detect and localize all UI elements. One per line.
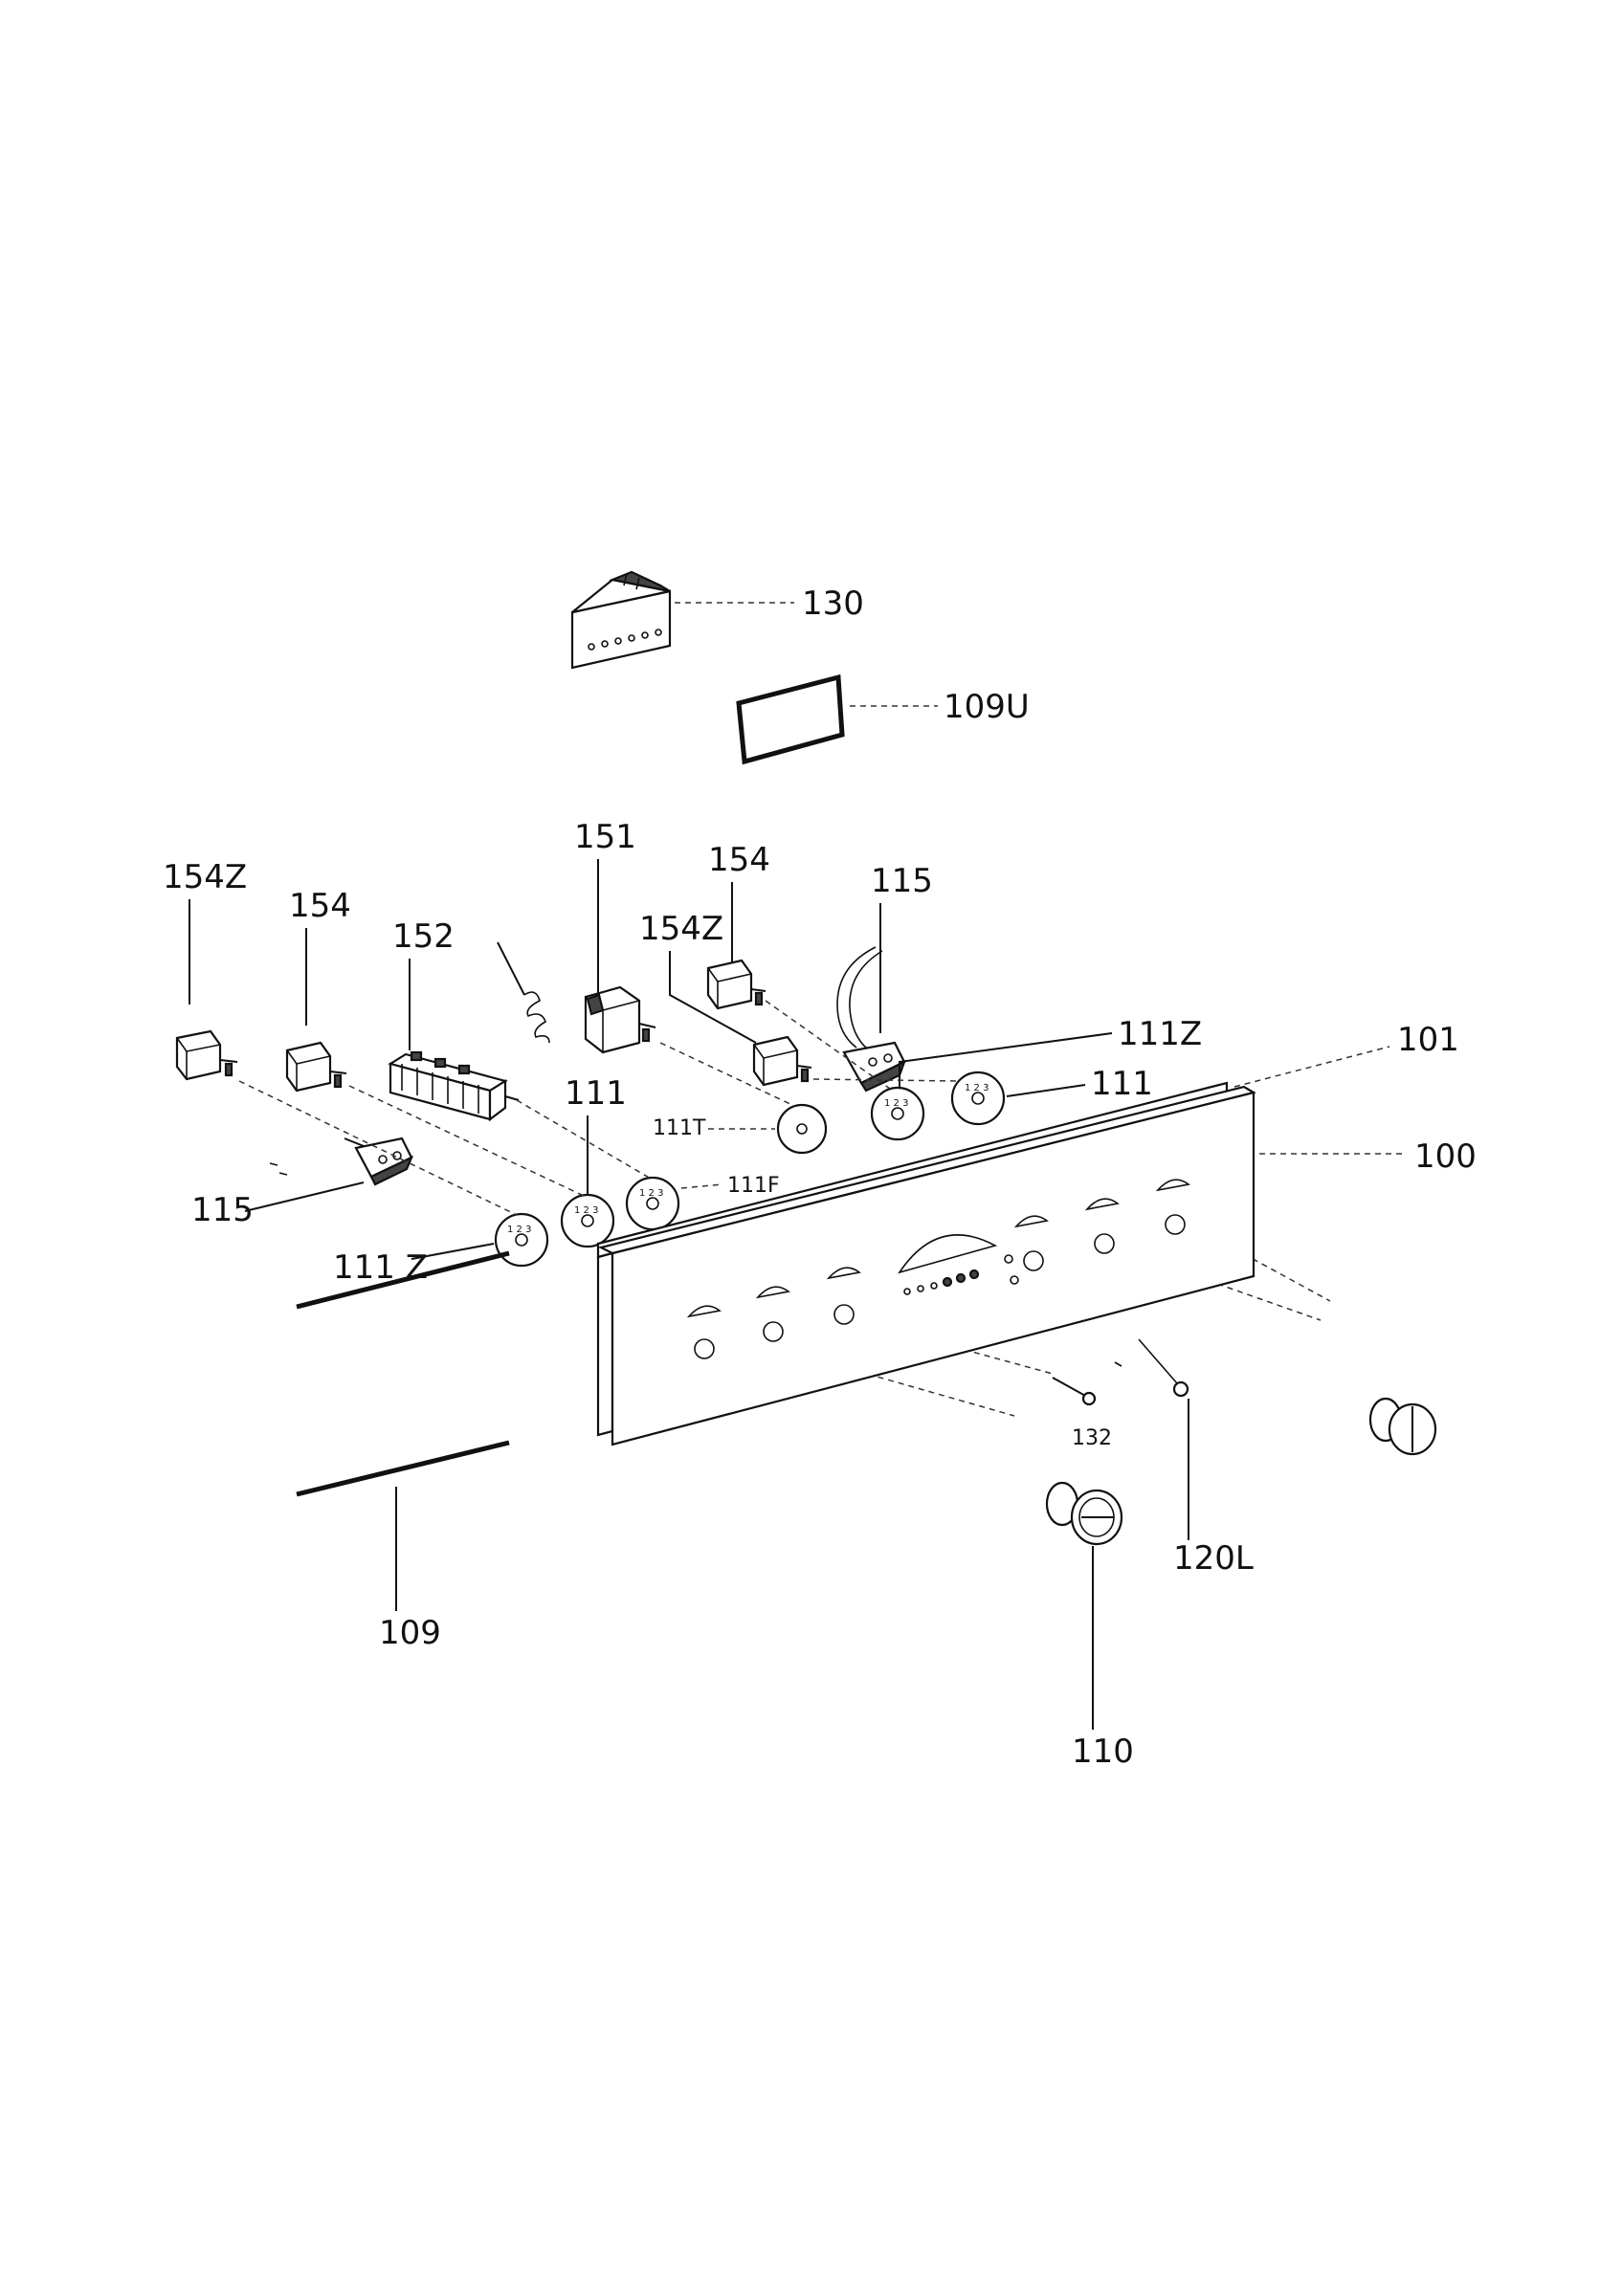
label-111z-top: 111Z <box>1118 1015 1202 1053</box>
part-115-top-lamp-holder <box>836 946 906 1093</box>
label-154-right: 154 <box>708 841 770 879</box>
label-100: 100 <box>1414 1137 1477 1176</box>
dial-111-left: 1 2 3 <box>560 1193 615 1248</box>
part-knob-right <box>1368 1397 1437 1456</box>
assembly-guide-lines <box>238 1000 1331 1417</box>
label-120l: 120L <box>1173 1539 1254 1578</box>
label-132: 132 <box>1072 1426 1112 1450</box>
part-151-thermostat <box>584 985 656 1054</box>
label-130: 130 <box>802 585 864 623</box>
dial-111z-left: 1 2 3 <box>494 1212 549 1268</box>
svg-text:1 2 3: 1 2 3 <box>884 1098 908 1109</box>
label-109: 109 <box>379 1614 441 1652</box>
label-110: 110 <box>1072 1733 1134 1771</box>
part-120l-lamp <box>1114 1338 1189 1398</box>
label-154z-left: 154Z <box>163 858 247 896</box>
dial-111t <box>776 1103 828 1155</box>
dial-111f: 1 2 3 <box>625 1176 680 1231</box>
label-151: 151 <box>574 818 636 856</box>
label-111t: 111T <box>653 1116 706 1140</box>
part-115-left-lamp-holder <box>269 1137 414 1186</box>
dial-111z-right: 1 2 3 <box>870 1086 925 1141</box>
label-111f: 111F <box>727 1174 780 1198</box>
dial-111-right: 1 2 3 <box>950 1071 1006 1126</box>
part-154z-mid-switch <box>752 1035 812 1087</box>
label-101: 101 <box>1397 1021 1459 1059</box>
svg-text:1 2 3: 1 2 3 <box>507 1225 531 1235</box>
label-111-left: 111 <box>565 1074 627 1113</box>
label-115-top: 115 <box>871 862 933 900</box>
part-154z-left-switch <box>175 1029 238 1081</box>
label-154z-mid: 154Z <box>639 910 723 948</box>
part-spring <box>497 941 550 1044</box>
part-100-control-panel <box>597 1085 1256 1446</box>
part-132-screw <box>1052 1377 1097 1406</box>
part-152-selector-switch <box>388 1050 520 1122</box>
svg-text:1 2 3: 1 2 3 <box>639 1188 663 1199</box>
label-111z-left: 111 Z <box>333 1248 428 1287</box>
label-115-left: 115 <box>191 1191 254 1229</box>
part-109-gasket-strips <box>296 1250 510 1497</box>
part-154-left-switch <box>285 1041 347 1093</box>
label-154-left: 154 <box>289 887 351 925</box>
part-130-display-module <box>570 570 672 670</box>
label-111-right: 111 <box>1091 1065 1153 1103</box>
svg-text:1 2 3: 1 2 3 <box>965 1083 989 1093</box>
part-109u-gasket <box>736 673 845 765</box>
svg-text:1 2 3: 1 2 3 <box>574 1205 598 1216</box>
part-110-knob <box>1045 1481 1123 1546</box>
label-109u: 109U <box>944 688 1030 726</box>
part-154-right-switch <box>706 959 767 1010</box>
label-152: 152 <box>392 917 455 956</box>
